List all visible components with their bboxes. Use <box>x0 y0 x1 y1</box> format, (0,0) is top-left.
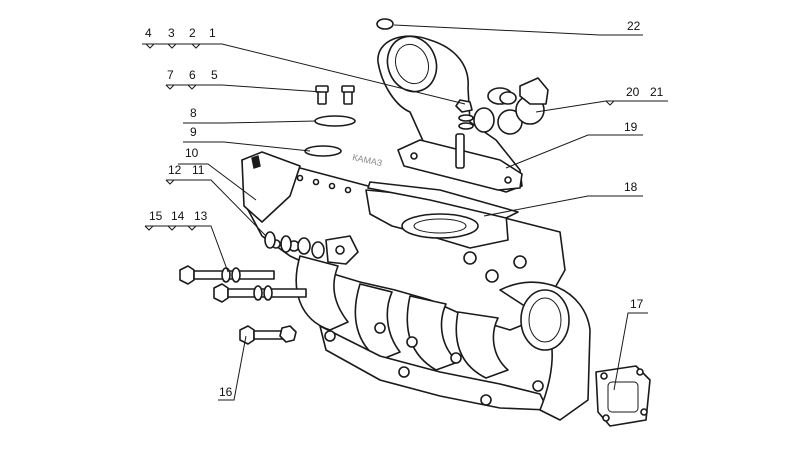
callout-5: 5 <box>211 68 218 82</box>
callout-20: 20 <box>626 85 640 99</box>
callout-19: 19 <box>624 120 638 134</box>
callout-11: 11 <box>192 163 205 177</box>
callout-labels: 4 3 2 1 7 6 5 8 9 10 12 11 15 14 13 16 1… <box>145 19 664 399</box>
watermark-text: КАМАЗ <box>352 152 384 168</box>
washers-11-12 <box>264 231 359 265</box>
callout-3: 3 <box>168 26 175 40</box>
long-bolts-13-15 <box>179 265 307 303</box>
bolt-16 <box>239 325 297 345</box>
callout-6: 6 <box>189 68 196 82</box>
callout-16: 16 <box>219 385 233 399</box>
callout-22: 22 <box>627 19 641 33</box>
callout-13: 13 <box>194 209 208 223</box>
callout-10: 10 <box>185 146 199 160</box>
callout-1: 1 <box>209 26 216 40</box>
callout-4: 4 <box>145 26 152 40</box>
callout-21: 21 <box>650 85 664 99</box>
callout-ticks <box>144 43 615 231</box>
gasket-9 <box>304 145 342 157</box>
callout-2: 2 <box>189 26 196 40</box>
exhaust-manifold <box>241 151 651 427</box>
callout-8: 8 <box>190 106 197 120</box>
callout-9: 9 <box>190 125 197 139</box>
gasket-8 <box>314 115 356 127</box>
callout-12: 12 <box>168 163 182 177</box>
callout-18: 18 <box>624 180 638 194</box>
top-rail-bolts <box>296 174 527 283</box>
small-bolts-5-7 <box>315 85 355 105</box>
callout-17: 17 <box>630 297 644 311</box>
elbow-pipe <box>376 18 549 193</box>
callout-7: 7 <box>167 68 174 82</box>
callout-15: 15 <box>149 209 163 223</box>
callout-14: 14 <box>171 209 185 223</box>
